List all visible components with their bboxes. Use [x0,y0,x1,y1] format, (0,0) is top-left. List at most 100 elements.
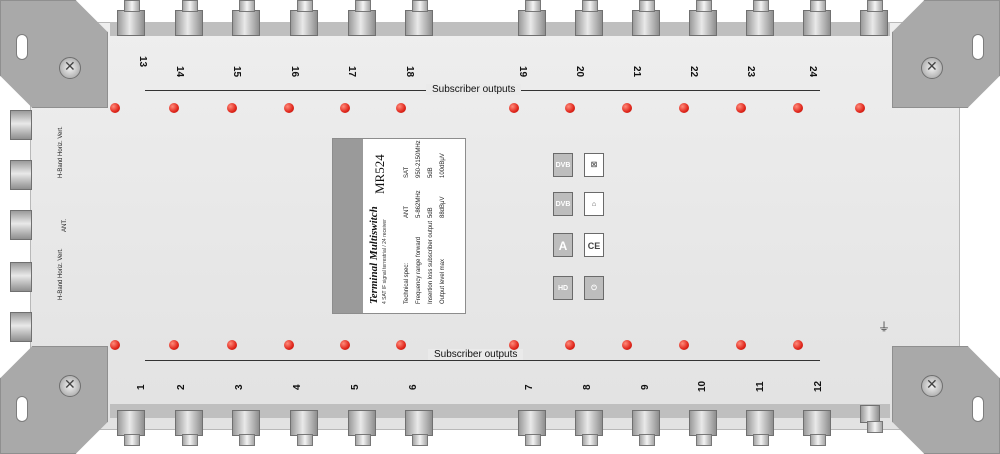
mounting-hole [972,396,984,422]
connector-11[interactable] [746,410,774,446]
connector-23[interactable] [746,0,774,36]
status-led [340,103,350,113]
input-connector-4[interactable] [10,312,32,342]
top-outputs-caption: Subscriber outputs [426,84,522,95]
spec-ant-0: 5-862MHz [416,190,422,218]
status-led [622,340,632,350]
status-led [565,340,575,350]
mounting-hole [972,34,984,60]
hdtv-icon: HD [553,276,573,300]
port-label-11: 11 [755,381,766,392]
input-connector-2[interactable] [10,160,32,190]
col-sat: SAT [404,166,410,178]
port-label-22: 22 [688,66,699,78]
connector-12[interactable] [803,410,831,446]
dvb-s2-icon: DVB [553,153,573,177]
connector-13[interactable] [117,0,145,36]
spec-ant-1: 5dB [428,207,434,218]
port-label-12: 12 [813,380,824,392]
power-icon: ⏻ [584,276,604,300]
port-label-8: 8 [582,384,593,390]
port-label-4: 4 [292,384,303,390]
connector-19[interactable] [518,0,546,36]
panel-model: MR524 [372,154,387,194]
status-led [227,103,237,113]
connector-16[interactable] [290,0,318,36]
connector-2[interactable] [175,410,203,446]
status-led [396,340,406,350]
port-label-18: 18 [404,66,415,78]
energy-class-a-icon: A [553,233,573,257]
spec-panel-band [333,139,363,313]
connector-9[interactable] [632,410,660,446]
status-led [679,103,689,113]
port-label-15: 15 [231,66,242,78]
spec-label-0: Frequency range forward [416,236,422,304]
screw-icon [921,375,943,397]
port-label-9: 9 [640,384,651,390]
input-label-bottom: H-Band Horiz. Vert. [58,248,64,300]
status-led [622,103,632,113]
mounting-bracket-bottom-left [0,346,108,454]
connector-7[interactable] [518,410,546,446]
status-led [509,340,519,350]
bottom-outputs-caption: Subscriber outputs [428,349,524,360]
mounting-bracket-top-right [892,0,1000,108]
connector-24[interactable] [803,0,831,36]
port-label-2: 2 [176,384,187,390]
port-label-14: 14 [174,66,185,78]
no-waste-bin-icon: ☒ [584,153,604,177]
connector-3[interactable] [232,410,260,446]
port-label-5: 5 [350,384,361,390]
input-label-top: H-Band Horiz. Vert. [58,126,64,178]
port-label-7: 7 [524,384,535,390]
status-led [509,103,519,113]
connector-5[interactable] [348,410,376,446]
connector-1[interactable] [117,410,145,446]
screw-icon [59,57,81,79]
status-led [396,103,406,113]
spec-sat-0: 950-2150MHz [416,140,422,178]
input-label-ant: ANT. [62,218,68,232]
connector-15[interactable] [232,0,260,36]
port-label-10: 10 [697,380,708,392]
spec-label-1: Insertion loss subscriber output [428,220,434,304]
port-label-21: 21 [631,66,642,78]
status-led [110,103,120,113]
port-label-20: 20 [574,66,585,78]
mounting-hole [16,34,28,60]
status-led [793,103,803,113]
connector-extra-top[interactable] [860,0,888,36]
connector-6[interactable] [405,410,433,446]
input-connector-3[interactable] [10,262,32,292]
port-label-24: 24 [807,66,818,78]
ground-terminal[interactable] [860,405,883,433]
status-led [227,340,237,350]
connector-17[interactable] [348,0,376,36]
connector-8[interactable] [575,410,603,446]
connector-18[interactable] [405,0,433,36]
port-label-16: 16 [289,66,300,78]
status-led [340,340,350,350]
connector-10[interactable] [689,410,717,446]
connector-21[interactable] [632,0,660,36]
status-led [736,103,746,113]
status-led [793,340,803,350]
spec-sat-1: 5dB [428,167,434,178]
connector-20[interactable] [575,0,603,36]
status-led [736,340,746,350]
screw-icon [921,57,943,79]
port-label-17: 17 [346,66,357,78]
status-led [284,340,294,350]
specs-header: Technical spec: [404,262,410,304]
spec-sat-2: 100dBμV [440,153,446,178]
input-connector-ant[interactable] [10,210,32,240]
connector-22[interactable] [689,0,717,36]
connector-14[interactable] [175,0,203,36]
connector-4[interactable] [290,410,318,446]
mounting-bracket-bottom-right [892,346,1000,454]
status-led [110,340,120,350]
input-connector-1[interactable] [10,110,32,140]
port-label-3: 3 [234,384,245,390]
mounting-hole [16,396,28,422]
